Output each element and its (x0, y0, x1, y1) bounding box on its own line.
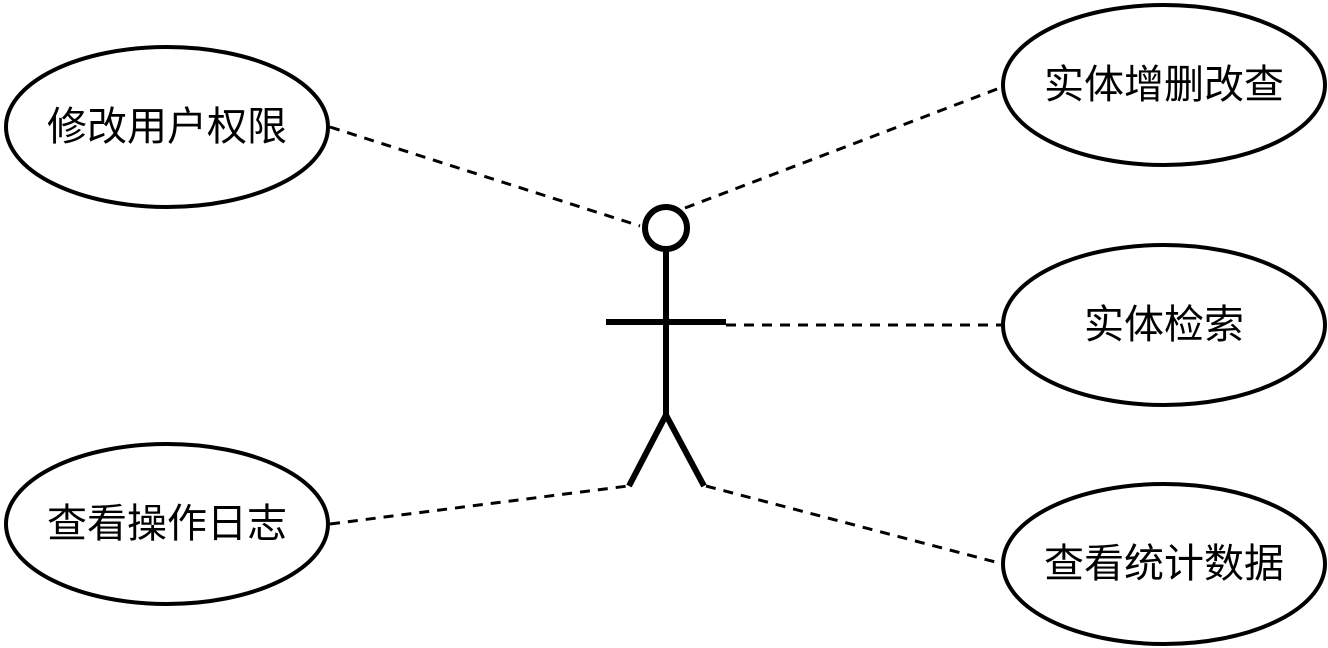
use-case-view-stats[interactable]: 查看统计数据 (1001, 482, 1327, 646)
use-case-ellipse (1001, 243, 1327, 407)
use-case-ellipse (4, 45, 330, 209)
use-case-label: 实体增删改查 (1044, 62, 1284, 108)
actor-right-leg (663, 413, 707, 488)
actor-head (642, 204, 690, 252)
association-modify-permissions (329, 125, 641, 228)
use-case-entity-search[interactable]: 实体检索 (1001, 243, 1327, 407)
actor[interactable] (606, 204, 726, 488)
association-view-logs (329, 484, 629, 526)
use-case-view-logs[interactable]: 查看操作日志 (4, 442, 330, 606)
association-view-stats (705, 484, 1004, 566)
use-case-entity-crud[interactable]: 实体增删改查 (1001, 3, 1327, 167)
associations (329, 84, 1006, 566)
use-case-label: 查看操作日志 (47, 501, 287, 547)
use-case-label: 修改用户权限 (47, 104, 287, 150)
use-case-ellipse (4, 442, 330, 606)
use-case-label: 实体检索 (1084, 302, 1244, 348)
use-case-ellipse (1001, 482, 1327, 646)
use-case-ellipse (1001, 3, 1327, 167)
use-case-modify-permissions[interactable]: 修改用户权限 (4, 45, 330, 209)
use-case-label: 查看统计数据 (1044, 541, 1284, 587)
actor-left-leg (626, 413, 669, 488)
association-entity-crud (684, 84, 1006, 210)
